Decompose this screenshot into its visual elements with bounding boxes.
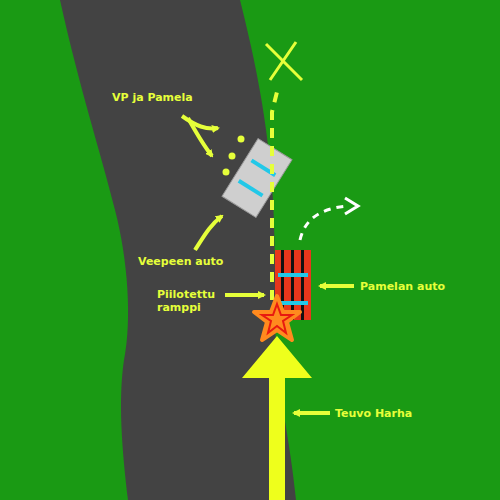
leader-line: [320, 284, 354, 288]
road: [60, 0, 296, 500]
person-dot: [238, 136, 245, 143]
teuvo-arrow: [242, 336, 312, 500]
leader-line: [182, 116, 218, 129]
leader-line: [188, 118, 212, 156]
callout-label: Veepeen auto: [138, 255, 258, 268]
leader-line: [225, 293, 264, 297]
ramp-star: [254, 296, 300, 340]
ramp-star-inner: [262, 304, 292, 333]
leader-line: [294, 411, 330, 415]
leader-line: [195, 216, 222, 250]
person-dot: [229, 153, 236, 160]
callout-label: VP ja Pamela: [112, 91, 232, 104]
callout-label: Piilotettu ramppi: [157, 288, 219, 314]
person-dot: [223, 169, 230, 176]
callout-label: Pamelan auto: [360, 280, 490, 293]
escape-head: [345, 198, 358, 214]
grey-car: [222, 139, 292, 218]
escape-path: [300, 206, 348, 240]
path-dashed: [272, 92, 277, 300]
callout-label: Teuvo Harha: [335, 407, 465, 420]
x-mark: [266, 42, 302, 80]
